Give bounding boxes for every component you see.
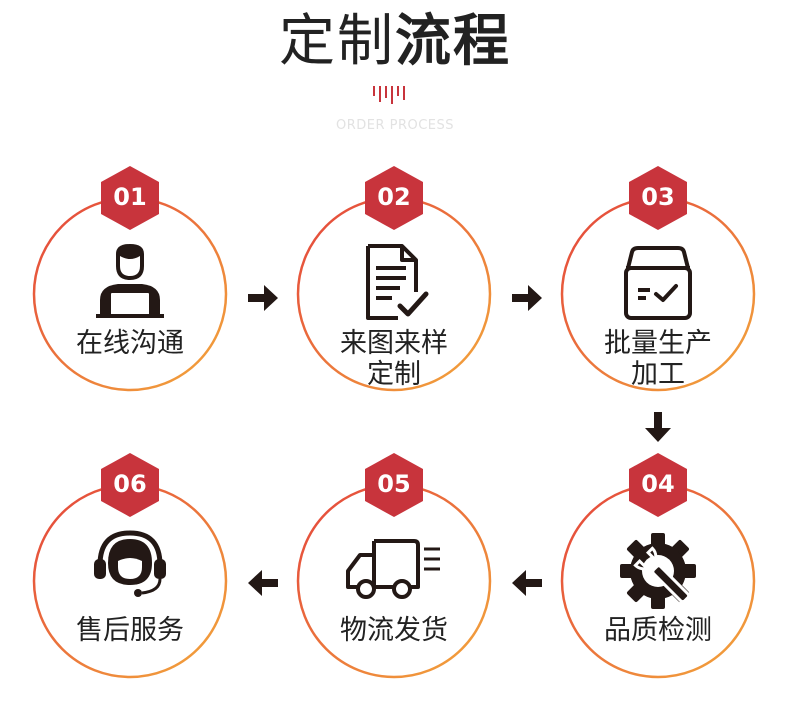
arrow-down-icon xyxy=(641,410,675,444)
step-02: 02 来图来样 定制 xyxy=(296,166,492,392)
step-badge: 04 xyxy=(629,453,687,517)
step-label: 批量生产 加工 xyxy=(560,328,756,390)
step-number: 03 xyxy=(641,183,675,211)
step-label-line2: 定制 xyxy=(367,359,421,390)
gear-wrench-icon xyxy=(618,531,698,611)
step-badge: 01 xyxy=(101,166,159,230)
header: 定制流程 ORDER PROCESS xyxy=(0,0,790,150)
arrow-right-icon xyxy=(246,281,280,315)
title-light: 定制 xyxy=(279,9,395,74)
arrow-left-icon xyxy=(246,566,280,600)
step-01: 01 在线沟通 xyxy=(32,166,228,392)
step-06: 06 售后服务 xyxy=(32,453,228,679)
delivery-truck-icon xyxy=(344,531,444,611)
headset-icon xyxy=(90,529,170,609)
customer-service-person-icon xyxy=(90,240,170,320)
step-number: 01 xyxy=(113,183,147,211)
step-label: 在线沟通 xyxy=(76,328,184,359)
step-05: 05 物流发货 xyxy=(296,453,492,679)
step-label-line1: 来图来样 xyxy=(340,328,448,359)
step-badge: 03 xyxy=(629,166,687,230)
step-label: 物流发货 xyxy=(340,615,448,646)
step-label: 售后服务 xyxy=(76,615,184,646)
step-label: 来图来样 定制 xyxy=(296,328,492,390)
box-check-icon xyxy=(618,244,698,324)
step-badge: 05 xyxy=(365,453,423,517)
step-badge: 06 xyxy=(101,453,159,517)
arrow-left-icon xyxy=(510,566,544,600)
step-number: 02 xyxy=(377,183,411,211)
page-title: 定制流程 xyxy=(0,8,790,76)
step-badge: 02 xyxy=(365,166,423,230)
page-subtitle: ORDER PROCESS xyxy=(335,118,455,133)
step-03: 03 批量生产 加工 xyxy=(560,166,756,392)
title-decoration-icon xyxy=(373,86,405,104)
step-number: 04 xyxy=(641,470,675,498)
step-label: 品质检测 xyxy=(604,615,712,646)
step-number: 06 xyxy=(113,470,147,498)
step-04: 04 xyxy=(560,453,756,679)
document-check-icon xyxy=(354,242,434,322)
step-label-line1: 批量生产 xyxy=(604,328,712,359)
step-number: 05 xyxy=(377,470,411,498)
step-label-line2: 加工 xyxy=(631,359,685,390)
arrow-right-icon xyxy=(510,281,544,315)
title-bold: 流程 xyxy=(395,9,511,74)
